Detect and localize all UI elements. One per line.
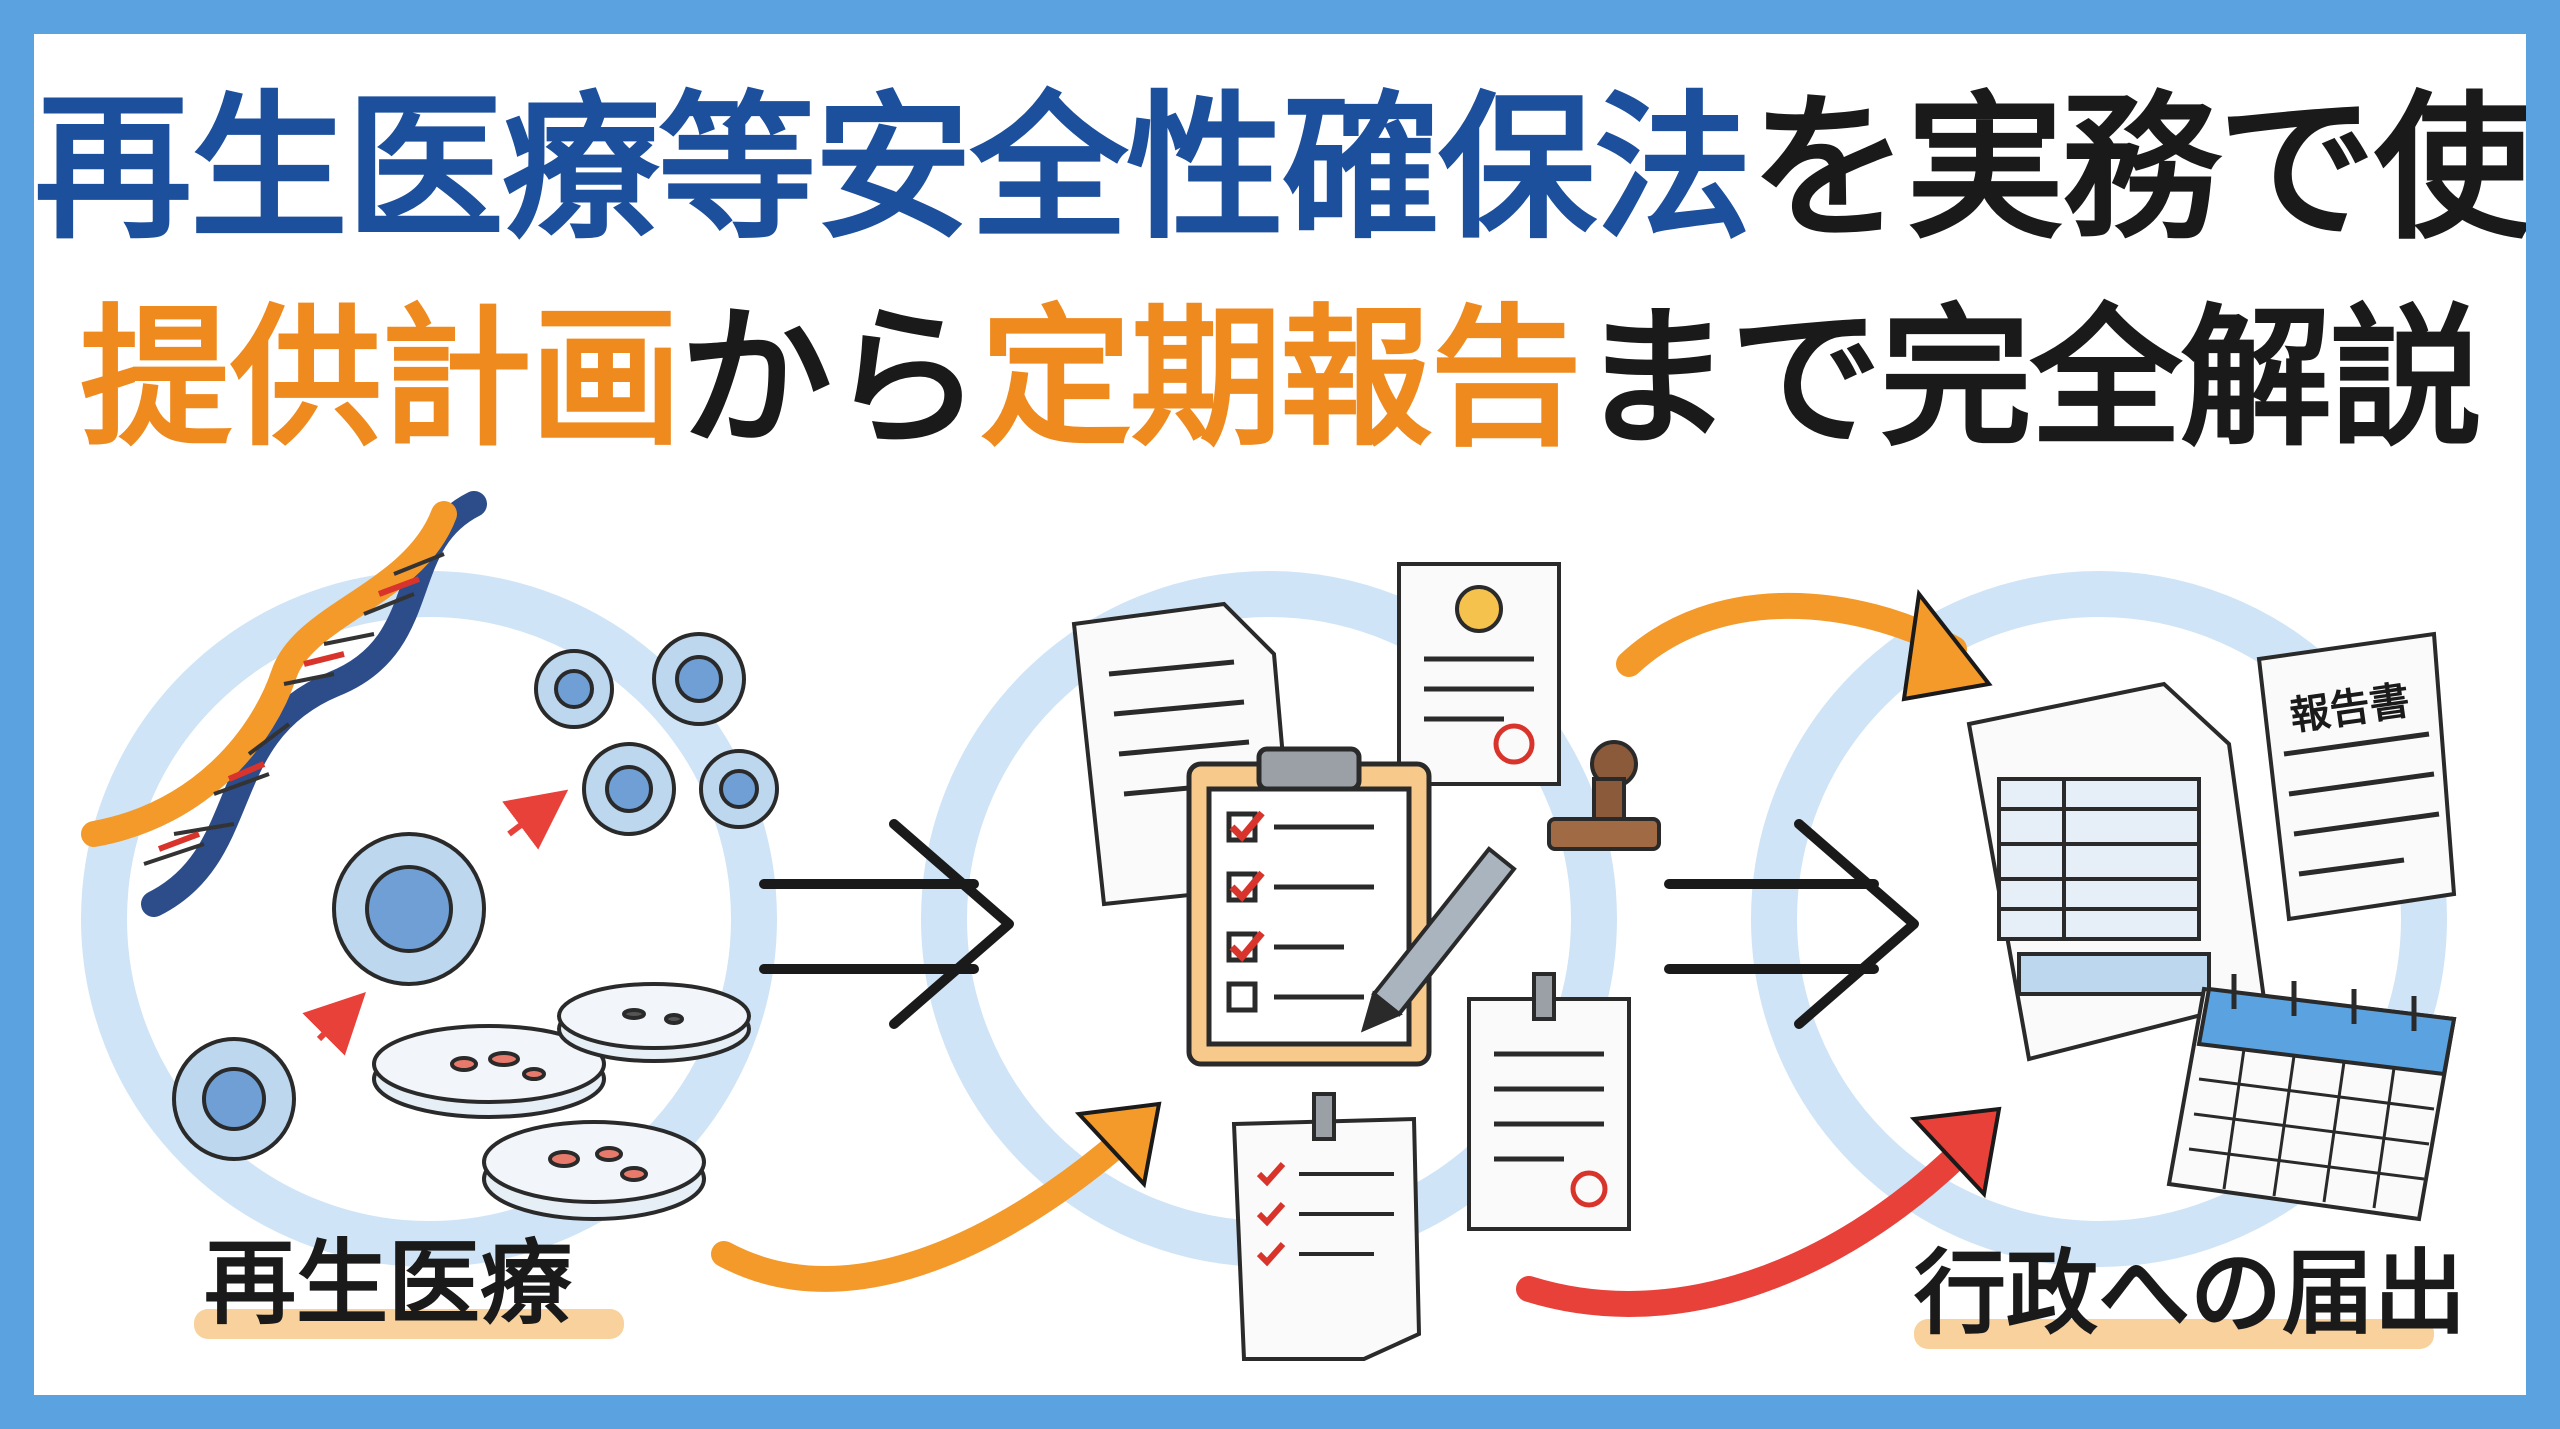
red-curved-arrow-bottom bbox=[1516, 1141, 1972, 1317]
label-regenerative-medicine: 再生医療 bbox=[204, 1230, 573, 1337]
headline-kara: から bbox=[680, 290, 982, 467]
report-document-icon bbox=[2256, 631, 2457, 922]
document-icon bbox=[1231, 1092, 1422, 1361]
orange-arrowhead-bottom bbox=[1074, 1101, 1162, 1189]
stamp-icon bbox=[1547, 740, 1661, 851]
headline-line-2: 提供計画から定期報告まで完全解説 bbox=[34, 284, 2526, 474]
circle-left-bg bbox=[81, 571, 777, 1267]
cell-icon bbox=[172, 632, 779, 1161]
orange-curved-arrow-bottom bbox=[711, 1126, 1137, 1292]
orange-arrowhead-top bbox=[1901, 589, 1993, 702]
circle-right-bg bbox=[1751, 571, 2447, 1267]
headline-law-name: 再生医療等安全性確保法 bbox=[34, 77, 1752, 261]
headline-suffix: を実務で使う! bbox=[1750, 77, 2530, 261]
growth-arrows bbox=[302, 789, 569, 1056]
document-icon bbox=[1467, 972, 1631, 1231]
headline-line-1: 再生医療等安全性確保法を実務で使う! bbox=[34, 74, 2526, 264]
red-arrowhead-bottom bbox=[1909, 1106, 2002, 1199]
arrow-icon bbox=[759, 819, 1919, 1029]
petri-dish-icon bbox=[372, 982, 751, 1221]
pen-icon bbox=[1360, 846, 1517, 1033]
report-form-icon bbox=[1966, 681, 2267, 1062]
headline-periodic-report: 定期報告 bbox=[980, 290, 1582, 467]
headline-provision-plan: 提供計画 bbox=[80, 290, 682, 467]
headline-complete-guide: まで完全解説 bbox=[1580, 290, 2482, 467]
label-highlight-left bbox=[194, 1309, 624, 1339]
dna-icon bbox=[81, 491, 487, 917]
calendar-icon bbox=[2166, 974, 2457, 1222]
label-notification-to-authority: 行政への届出 bbox=[1914, 1240, 2467, 1347]
label-highlight-right bbox=[1914, 1319, 2434, 1349]
certificate-icon bbox=[1397, 562, 1561, 786]
illustration: 報告書 bbox=[81, 491, 2457, 1361]
